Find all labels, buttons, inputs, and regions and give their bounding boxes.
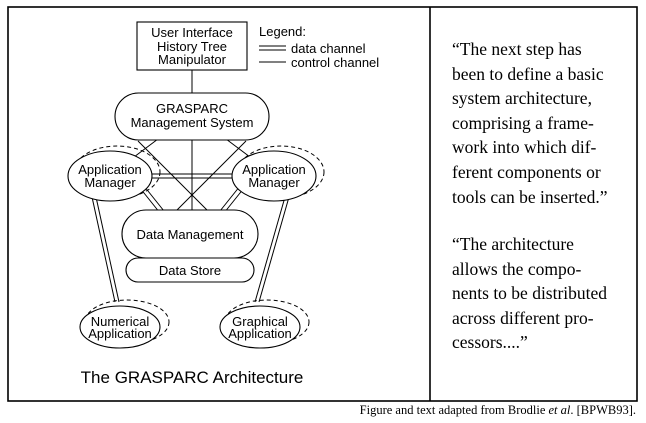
legend-control-channel: control channel [291, 55, 379, 70]
numerical-app-line-1: Numerical [91, 314, 150, 329]
figure-frame [7, 6, 638, 402]
quote-1-line: ferent components or [452, 161, 601, 182]
quote-2-line: “The architecture [452, 234, 574, 254]
legend: Legend: data channel control channel [259, 24, 379, 70]
quote-2: “The architecture allows the compo- nent… [452, 232, 638, 355]
graphical-app-node [219, 305, 301, 349]
ui-box-line-1: User Interface [151, 25, 233, 40]
quote-1-line: been to define a basic [452, 63, 604, 84]
app-manager-left-line-1: Application [78, 162, 142, 177]
caption-et-al: et al [548, 403, 571, 417]
app-manager-left-shadow [73, 145, 161, 199]
app-manager-right-line-1: Application [242, 162, 306, 177]
ui-box [136, 21, 248, 71]
diagram-title: The GRASPARC Architecture [81, 368, 304, 387]
quote-2-line: nents to be distributed [452, 283, 608, 304]
quote-2-line: allows the compo- [452, 258, 582, 279]
app-manager-left-line-2: Manager [84, 175, 136, 190]
caption-text: Figure and text adapted from Brodlie [359, 403, 549, 417]
quote-1-line: system architecture, [452, 88, 592, 109]
numerical-app-line-2: Application [88, 326, 152, 341]
data-management-label: Data Management [137, 227, 244, 242]
legend-heading: Legend: [259, 24, 306, 39]
quote-2-line: cessors....” [452, 332, 528, 353]
app-manager-right-shadow [237, 145, 325, 199]
graphical-app-line-1: Graphical [232, 314, 288, 329]
management-line-1: GRASPARC [156, 101, 228, 116]
data-store-label: Data Store [159, 263, 221, 278]
quote-1-line: “The next step has [452, 39, 582, 59]
data-store-node [125, 257, 255, 283]
quote-2-line: across different pro- [452, 307, 594, 328]
quote-1: “The next step has been to define a basi… [452, 37, 638, 209]
graphical-app-line-2: Application [228, 326, 292, 341]
data-channels [91, 173, 290, 303]
quote-1-line: work into which dif- [452, 137, 597, 158]
app-manager-right-line-2: Manager [248, 175, 300, 190]
numerical-app-node [79, 305, 161, 349]
quote-1-line: tools can be inserted.” [452, 186, 608, 207]
quote-1-line: comprising a frame- [452, 112, 594, 133]
management-line-2: Management System [131, 115, 254, 130]
ui-box-line-3: Manipulator [158, 52, 227, 67]
ui-box-line-2: History Tree [157, 39, 227, 54]
management-system-node [114, 92, 270, 141]
app-manager-right-node [231, 150, 317, 202]
legend-data-channel: data channel [291, 41, 366, 56]
figure-caption: Figure and text adapted from Brodlie et … [360, 403, 636, 418]
app-manager-left-node [67, 150, 153, 202]
caption-citation: . [BPWB93]. [570, 403, 636, 417]
